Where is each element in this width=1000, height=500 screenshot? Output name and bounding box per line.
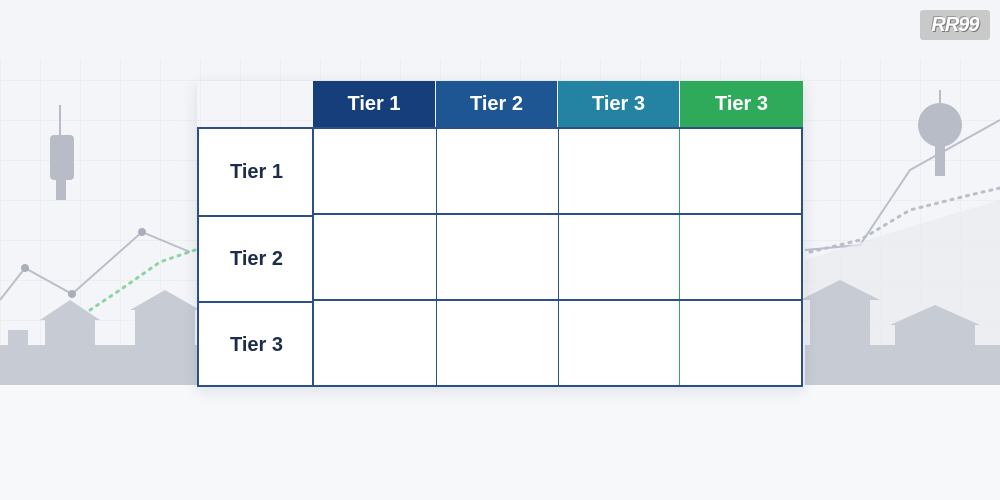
lantern-right-icon <box>918 90 962 176</box>
buildings-left <box>0 290 200 385</box>
feature-grid <box>312 127 803 387</box>
row-labels-column: Tier 1 Tier 2 Tier 3 <box>197 127 314 387</box>
column-header-1: Tier 1 <box>313 81 435 127</box>
row-label-3: Tier 3 <box>199 301 314 387</box>
row-label-2: Tier 2 <box>199 215 314 301</box>
column-header-label: Tier 1 <box>347 92 401 115</box>
column-header-label: Tier 3 <box>592 92 645 115</box>
tier-comparison-table: Tier 1 Tier 2 Tier 3 Tier 3 Tier 1 Tier … <box>197 81 803 387</box>
row-label-1: Tier 1 <box>230 160 283 183</box>
column-header-3: Tier 3 <box>558 81 679 127</box>
column-header-2: Tier 2 <box>436 81 557 127</box>
column-header-label: Tier 3 <box>715 92 768 115</box>
column-header-4: Tier 3 <box>680 81 803 127</box>
lantern-left-icon <box>50 105 74 200</box>
buildings-right <box>800 280 1000 385</box>
brand-logo: RR99 <box>920 10 990 40</box>
column-header-label: Tier 2 <box>470 92 523 115</box>
